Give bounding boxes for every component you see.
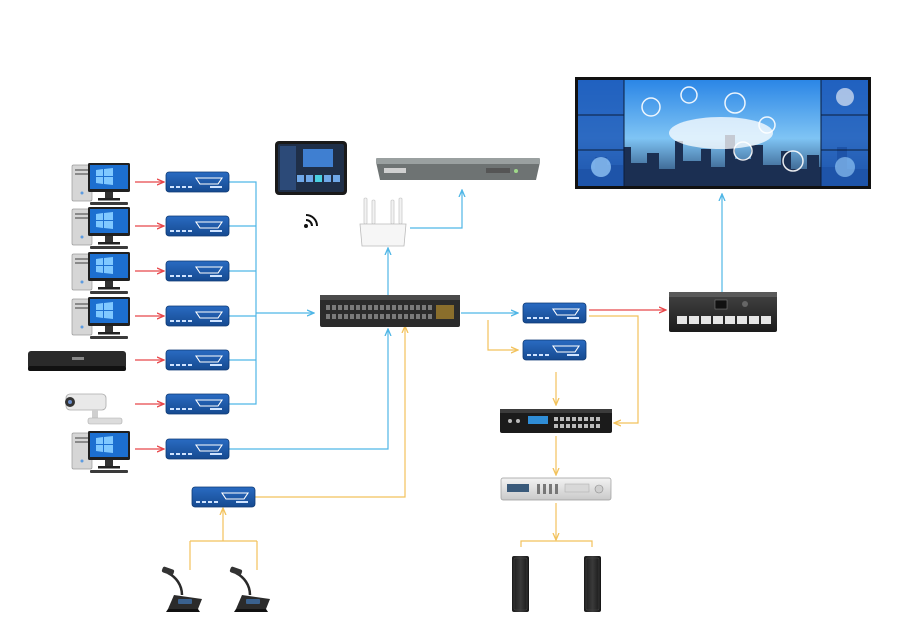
desktop-pc-icon xyxy=(71,251,131,295)
desktop-pc-icon xyxy=(71,430,131,474)
speakers xyxy=(511,555,602,613)
connection-lines xyxy=(135,182,722,570)
source-devices xyxy=(28,162,131,474)
power-amplifier-icon xyxy=(500,477,612,501)
video-wall-display-icon xyxy=(575,77,871,189)
desktop-pc-icon xyxy=(71,206,131,250)
audio-processor-icon xyxy=(500,409,612,433)
video-processor-icon xyxy=(669,292,777,332)
gooseneck-microphone-icon xyxy=(228,564,272,614)
network-switch-icon xyxy=(320,295,460,327)
av-encoder-box-icon xyxy=(165,171,230,193)
encoder-column xyxy=(165,171,256,508)
av-encoder-box-icon xyxy=(165,349,230,371)
gooseneck-microphone-icon xyxy=(160,564,204,614)
column-speaker-icon xyxy=(583,555,602,613)
av-encoder-box-icon xyxy=(165,393,230,415)
control-tablet-icon xyxy=(275,141,347,195)
av-encoder-box-icon xyxy=(522,302,587,324)
wifi-router-icon xyxy=(359,197,407,247)
av-encoder-box-icon xyxy=(165,305,230,327)
cctv-camera-icon xyxy=(65,393,123,425)
microphones xyxy=(160,564,272,614)
decoder-boxes xyxy=(522,302,587,361)
av-encoder-box-icon xyxy=(191,486,256,508)
av-encoder-box-icon xyxy=(522,339,587,361)
column-speaker-icon xyxy=(511,555,530,613)
wifi-signal-icon xyxy=(304,214,318,228)
desktop-pc-icon xyxy=(71,296,131,340)
desktop-pc-icon xyxy=(71,162,131,206)
video-recorder-icon xyxy=(28,351,126,371)
av-encoder-box-icon xyxy=(165,260,230,282)
av-encoder-box-icon xyxy=(165,215,230,237)
av-encoder-box-icon xyxy=(165,438,230,460)
rack-server-icon xyxy=(376,158,540,180)
